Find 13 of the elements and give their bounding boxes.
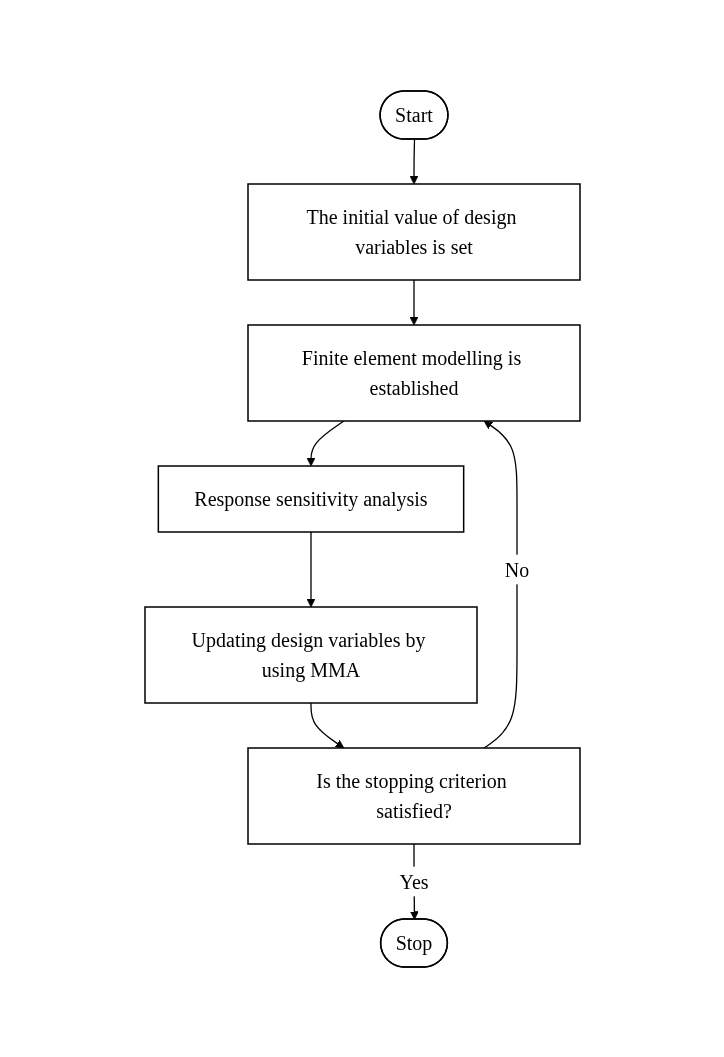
node-box: Response sensitivity analysis (157, 464, 464, 533)
arrow (306, 419, 344, 466)
arrow (309, 701, 344, 748)
edge-label: Yes (398, 870, 429, 892)
arrow (483, 420, 518, 749)
node-box: Is the stopping criterion satisfied? (246, 746, 581, 845)
node-box: Finite element modelling is established (246, 323, 581, 422)
node-box: Updating design variables by using MMA (143, 605, 478, 704)
edge-label: No (504, 558, 529, 580)
node-box: The initial value of design variables is set (246, 182, 581, 281)
arrow (409, 278, 418, 325)
arrow (409, 138, 418, 184)
arrow (306, 530, 315, 607)
